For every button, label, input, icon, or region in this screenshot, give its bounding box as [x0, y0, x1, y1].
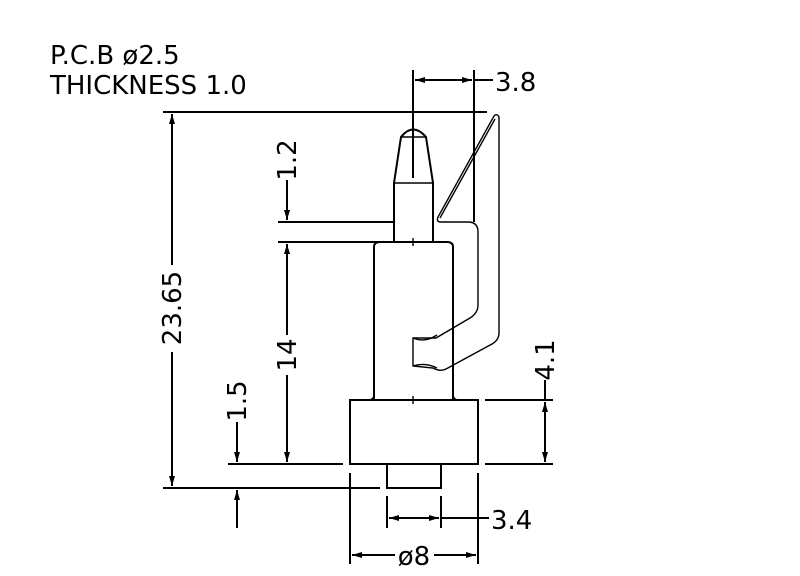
clip-spring — [412, 114, 500, 371]
dim-8: ø8 — [398, 542, 430, 572]
dim-14: 14 — [273, 338, 303, 371]
part-outline — [349, 114, 500, 489]
pcb-note: P.C.B ø2.5 — [50, 41, 180, 71]
dim-1-5: 1.5 — [223, 380, 253, 421]
dim-4-1: 4.1 — [531, 339, 561, 380]
thickness-note: THICKNESS 1.0 — [49, 71, 247, 101]
dim-3-4: 3.4 — [491, 506, 532, 536]
dim-clip-offset: 3.8 — [415, 68, 536, 98]
body — [373, 241, 454, 400]
dim-3-8: 3.8 — [495, 68, 536, 98]
dim-body-height: 14 — [273, 244, 303, 462]
dim-flange-clip: 4.1 — [531, 339, 561, 462]
dim-flange-diameter: ø8 — [352, 542, 476, 572]
dim-1-2: 1.2 — [273, 139, 303, 180]
dim-tip-length: 1.2 — [273, 139, 303, 220]
stub — [386, 464, 442, 489]
dim-23-65: 23.65 — [158, 271, 188, 345]
extension-lines — [163, 70, 553, 564]
dim-pcb-offset: 1.5 — [223, 380, 253, 528]
dim-overall-height: 23.65 — [158, 114, 188, 486]
dim-stub-diameter: 3.4 — [389, 506, 532, 536]
flange — [349, 399, 479, 465]
